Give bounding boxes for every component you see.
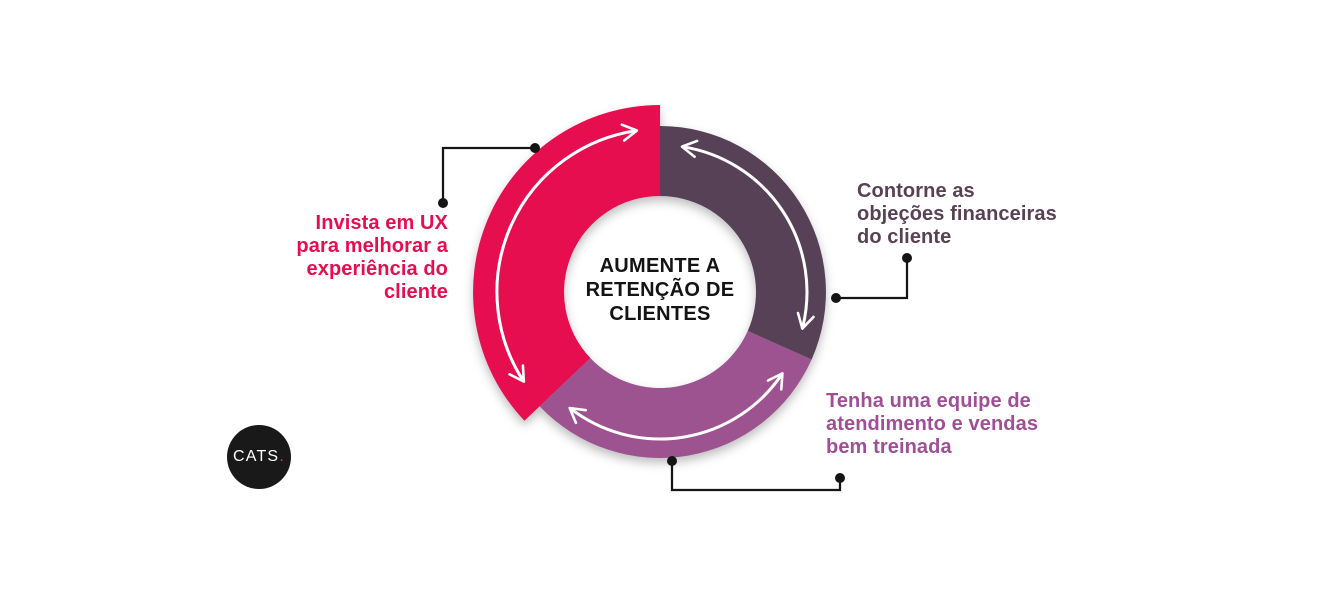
center-title: AUMENTE A RETENÇÃO DE CLIENTES: [560, 254, 760, 326]
connector-dot: [530, 143, 540, 153]
connector-dot: [835, 473, 845, 483]
label-equipe-treinada: Tenha uma equipe de atendimento e vendas…: [826, 390, 1038, 459]
center-title-line: AUMENTE A: [599, 255, 721, 277]
cats-logo-dot: .: [279, 448, 285, 465]
label-line: Tenha uma equipe de: [826, 390, 1031, 412]
label-line: Invista em UX: [315, 212, 448, 234]
cycle-arrow-dark: [680, 139, 815, 330]
center-title-line: RETENÇÃO DE: [585, 279, 735, 301]
cycle-arrow-red: [495, 123, 639, 383]
label-contorne-objecoes: Contorne as objeções financeiras do clie…: [857, 180, 1057, 249]
label-line: atendimento e vendas: [826, 413, 1039, 435]
connector-right: [836, 258, 909, 300]
label-line: Contorne as: [857, 180, 975, 202]
connector-dot: [667, 456, 677, 466]
connector-bottom: [670, 461, 842, 492]
connector-left: [441, 146, 535, 203]
center-title-line: CLIENTES: [609, 303, 711, 325]
connector-dot: [902, 253, 912, 263]
cycle-arrow-purple: [568, 372, 784, 441]
connector-dot: [831, 293, 841, 303]
cats-logo-text: CATS: [233, 448, 280, 465]
label-line: cliente: [383, 281, 448, 303]
label-line: do cliente: [857, 226, 952, 248]
label-line: para melhorar a: [296, 235, 448, 257]
label-line: objeções financeiras: [857, 203, 1057, 225]
label-line: bem treinada: [826, 436, 952, 458]
label-line: experiência do: [306, 258, 448, 280]
cats-logo: CATS.: [227, 425, 291, 489]
connector-dot: [438, 198, 448, 208]
label-invista-em-ux: Invista em UX para melhorar a experiênci…: [296, 212, 448, 304]
